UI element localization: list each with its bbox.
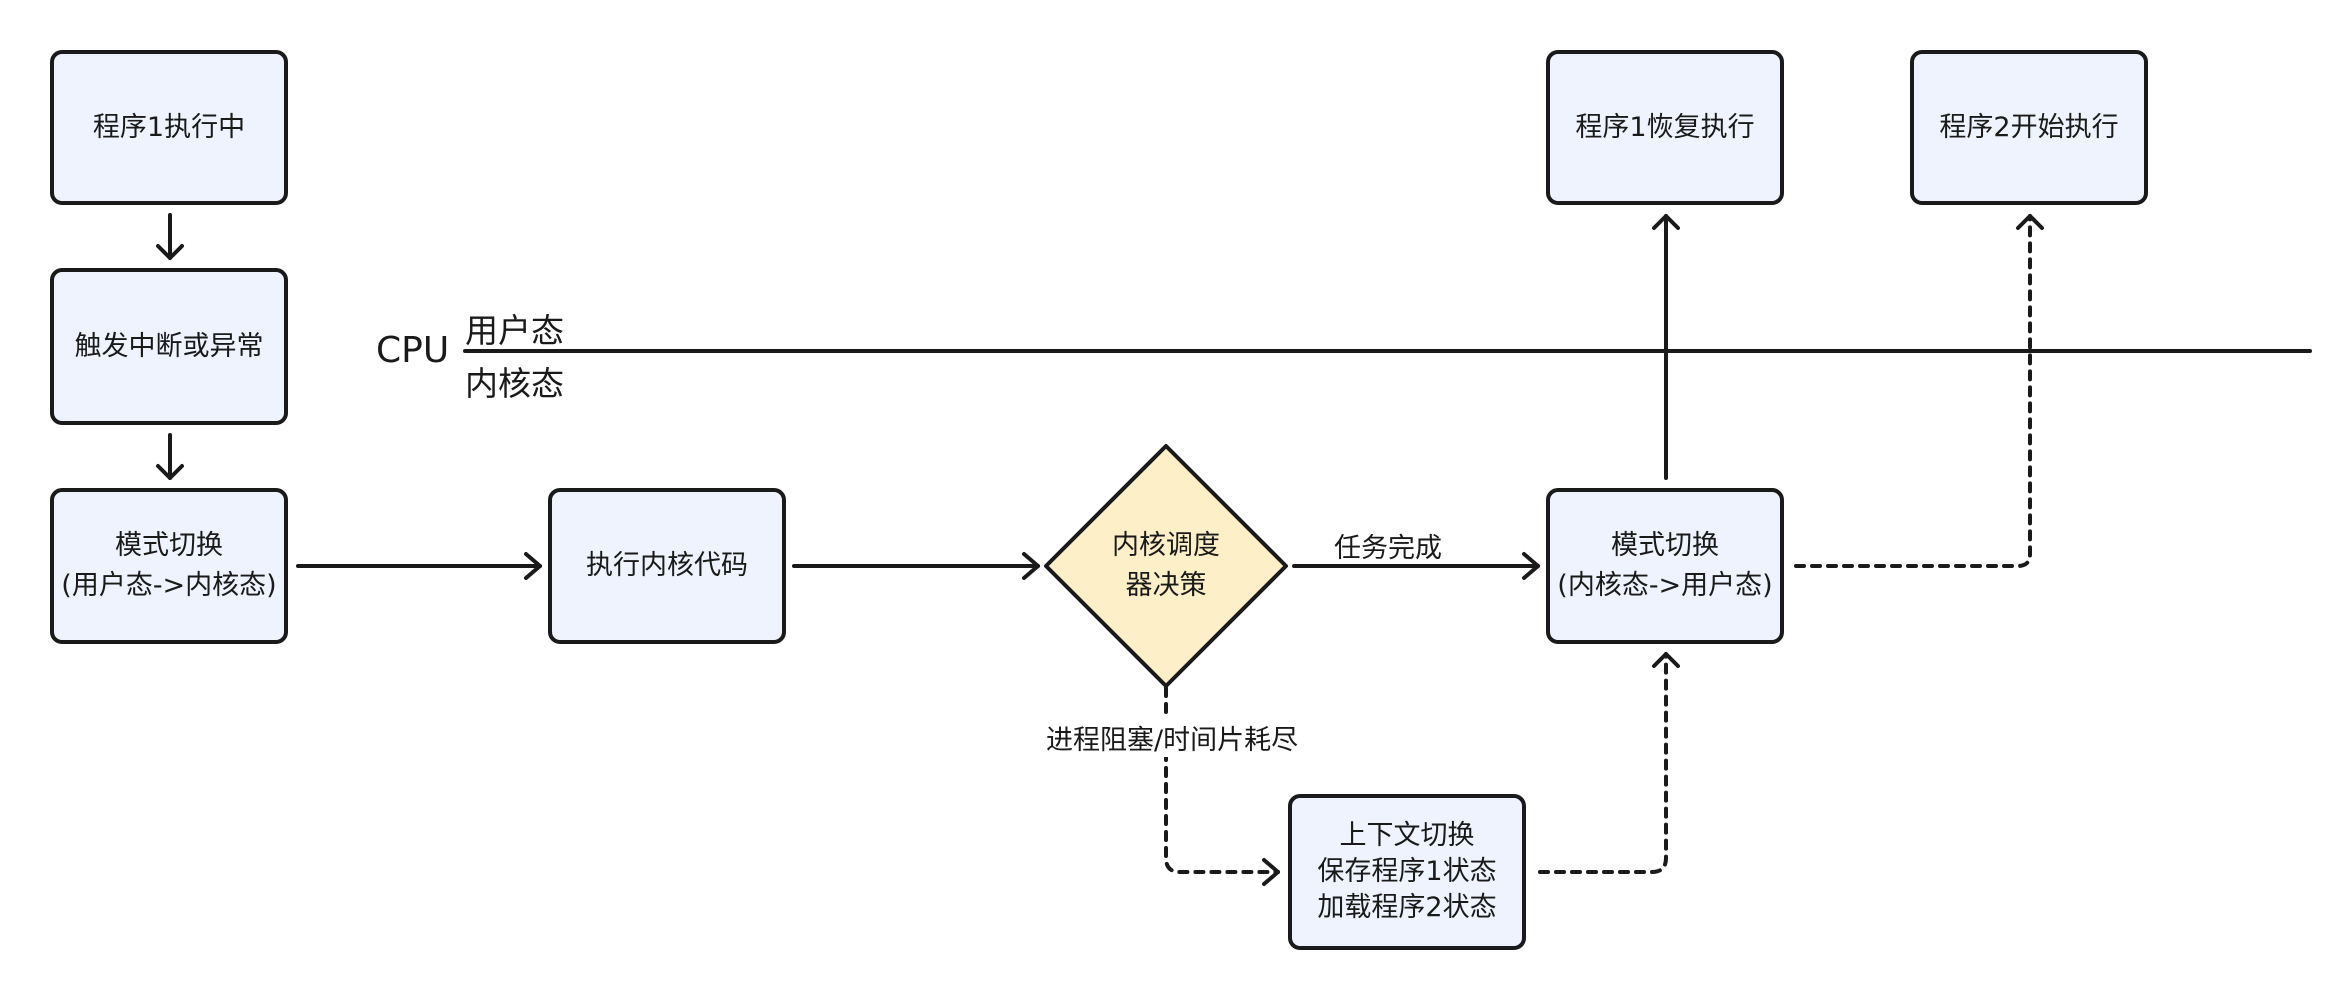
node-context-switch: 上下文切换 保存程序1状态 加载程序2状态 bbox=[1288, 794, 1526, 950]
node-context-switch-line3: 加载程序2状态 bbox=[1317, 892, 1497, 923]
arrow-exec-kernel-to-scheduler bbox=[792, 552, 1040, 580]
node-program2-start: 程序2开始执行 bbox=[1910, 50, 2148, 205]
arrow-scheduler-to-mode-switch-out bbox=[1292, 552, 1540, 580]
scheduler-diamond bbox=[1044, 444, 1288, 688]
kernel-mode-label: 内核态 bbox=[465, 364, 564, 403]
arrow-interrupt-to-mode-switch bbox=[156, 433, 184, 480]
node-exec-kernel-code-text: 执行内核代码 bbox=[586, 550, 748, 581]
user-mode-label: 用户态 bbox=[465, 311, 564, 350]
dashed-to-p2-start bbox=[1794, 214, 2032, 568]
node-program1-resume-text: 程序1恢复执行 bbox=[1575, 111, 1755, 143]
node-mode-switch-in: 模式切换 (用户态->内核态) bbox=[50, 488, 288, 644]
blocked-label: 进程阻塞/时间片耗尽 bbox=[1046, 718, 1299, 757]
node-trigger-interrupt: 触发中断或异常 bbox=[50, 268, 288, 425]
node-mode-switch-out: 模式切换 (内核态->用户态) bbox=[1546, 488, 1784, 644]
task-done-label: 任务完成 bbox=[1334, 533, 1442, 564]
node-mode-switch-in-line1: 模式切换 bbox=[115, 530, 223, 561]
node-mode-switch-out-line1: 模式切换 bbox=[1611, 530, 1719, 561]
arrowheads-dashed bbox=[1262, 214, 2044, 886]
node-scheduler-line1: 内核调度 bbox=[1112, 530, 1220, 561]
node-program1-running: 程序1执行中 bbox=[50, 50, 288, 205]
node-scheduler-line2: 器决策 bbox=[1125, 570, 1207, 601]
node-trigger-interrupt-text: 触发中断或异常 bbox=[74, 330, 264, 362]
node-context-switch-line1: 上下文切换 bbox=[1339, 820, 1475, 851]
node-program1-running-text: 程序1执行中 bbox=[92, 111, 246, 143]
node-program2-start-text: 程序2开始执行 bbox=[1939, 111, 2119, 143]
arrow-mode-switch-to-exec-kernel bbox=[296, 552, 542, 580]
node-exec-kernel-code: 执行内核代码 bbox=[548, 488, 786, 644]
arrow-running-to-interrupt bbox=[156, 213, 184, 260]
dashed-scheduler-to-context-switch bbox=[1164, 686, 1280, 874]
dashed-context-switch-to-mode-switch bbox=[1538, 652, 1668, 874]
cpu-label: CPU bbox=[376, 330, 450, 371]
node-mode-switch-out-line2: (内核态->用户态) bbox=[1557, 570, 1773, 601]
node-context-switch-line2: 保存程序1状态 bbox=[1317, 856, 1497, 887]
arrow-mode-switch-to-p1-resume bbox=[1652, 214, 1680, 480]
node-scheduler-decision: 内核调度 器决策 bbox=[1066, 486, 1266, 646]
node-mode-switch-in-line2: (用户态->内核态) bbox=[61, 570, 277, 601]
node-program1-resume: 程序1恢复执行 bbox=[1546, 50, 1784, 205]
